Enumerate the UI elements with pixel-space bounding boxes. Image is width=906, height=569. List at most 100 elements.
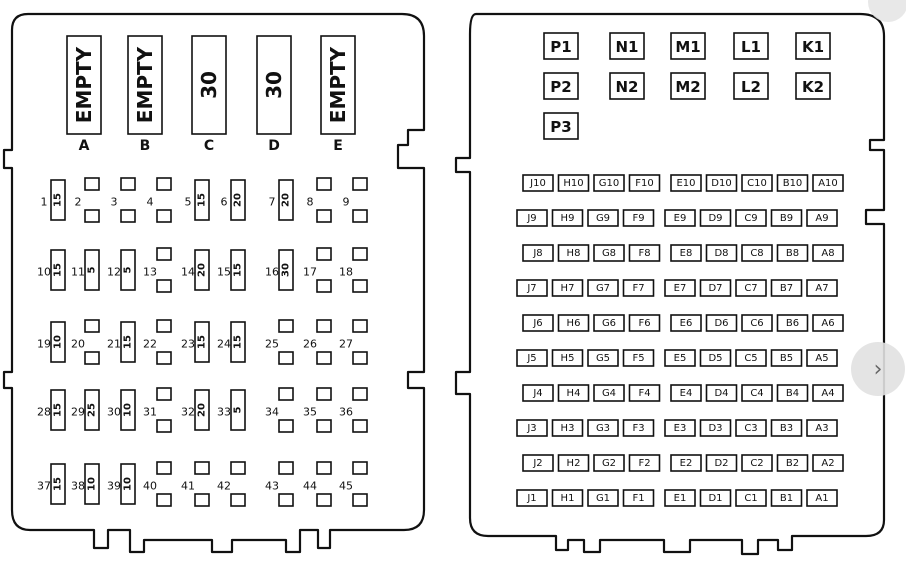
fuse-amperage: 15 xyxy=(123,335,134,349)
fuse-number: 16 xyxy=(265,266,279,279)
cell-box xyxy=(587,489,619,507)
cell-box xyxy=(551,489,584,507)
socket-bottom xyxy=(316,351,332,365)
cell-label: E8 xyxy=(680,248,693,259)
cell-label: A5 xyxy=(815,353,828,364)
socket-top xyxy=(84,319,100,333)
slot-content: EMPTY xyxy=(326,46,350,123)
cell-box xyxy=(622,489,655,507)
cell-box xyxy=(806,279,838,297)
relay-box xyxy=(609,72,645,100)
cell-label: A4 xyxy=(821,388,834,399)
cell-box xyxy=(806,349,838,367)
relay-n1: N1 xyxy=(609,32,645,60)
relay-label: M2 xyxy=(675,78,700,96)
cell-f9: F9 xyxy=(622,209,655,227)
fuse-position-2: 2 xyxy=(75,177,100,223)
cell-c2: C2 xyxy=(741,454,773,472)
cell-g6: G6 xyxy=(593,314,625,332)
cell-label: A10 xyxy=(818,178,838,189)
fuse-number: 26 xyxy=(303,338,317,351)
fuse-number: 3 xyxy=(111,196,118,209)
socket-bottom xyxy=(316,209,332,223)
cell-box xyxy=(628,454,661,472)
socket-top xyxy=(352,387,368,401)
socket-top xyxy=(278,319,294,333)
cell-g4: G4 xyxy=(593,384,625,402)
cell-a6: A6 xyxy=(812,314,844,332)
fuse-position-45: 45 xyxy=(339,461,368,507)
cell-j4: J4 xyxy=(522,384,554,402)
next-icon[interactable]: › xyxy=(851,342,905,396)
cell-box xyxy=(705,174,738,192)
fuse-number: 39 xyxy=(107,480,121,493)
fuse-position-5: 155 xyxy=(185,179,210,221)
fuse-number: 1 xyxy=(41,196,48,209)
cell-label: A7 xyxy=(815,283,828,294)
cell-label: B8 xyxy=(786,248,799,259)
fuse-position-42: 42 xyxy=(217,461,246,507)
fuse-number: 34 xyxy=(265,406,279,419)
fuse-position-26: 26 xyxy=(303,319,332,365)
socket-bottom xyxy=(352,351,368,365)
cell-box xyxy=(812,454,844,472)
cell-b9: B9 xyxy=(770,209,803,227)
cell-label: B3 xyxy=(780,423,793,434)
cell-label: D3 xyxy=(708,423,722,434)
cell-b6: B6 xyxy=(776,314,809,332)
fuse-position-44: 44 xyxy=(303,461,332,507)
socket-top xyxy=(156,387,172,401)
cell-box xyxy=(735,349,767,367)
cell-h10: H10 xyxy=(557,174,590,192)
cell-label: G2 xyxy=(602,458,616,469)
cell-label: C6 xyxy=(750,318,763,329)
fuse-body xyxy=(84,463,100,505)
slot-letter: B xyxy=(140,138,151,154)
socket-top xyxy=(120,177,136,191)
fuse-body xyxy=(230,179,246,221)
cell-g7: G7 xyxy=(587,279,619,297)
cell-label: J1 xyxy=(526,493,536,504)
cell-box xyxy=(516,419,548,437)
cell-label: C3 xyxy=(744,423,757,434)
cell-box xyxy=(587,419,619,437)
relay-k2: K2 xyxy=(795,72,831,100)
relay-box xyxy=(733,32,769,60)
socket-bottom xyxy=(84,209,100,223)
cell-c3: C3 xyxy=(735,419,767,437)
slot-content: EMPTY xyxy=(72,46,96,123)
cell-box xyxy=(551,349,584,367)
slot-box xyxy=(127,35,163,135)
cell-box xyxy=(670,314,702,332)
cell-box xyxy=(516,279,548,297)
relay-label: M1 xyxy=(675,38,700,56)
cell-c5: C5 xyxy=(735,349,767,367)
cell-label: B4 xyxy=(786,388,799,399)
fuse-position-31: 31 xyxy=(143,387,172,433)
fuse-number: 18 xyxy=(339,266,353,279)
cell-box xyxy=(670,244,702,262)
cell-g3: G3 xyxy=(587,419,619,437)
cell-d6: D6 xyxy=(705,314,738,332)
cell-label: D10 xyxy=(711,178,731,189)
cell-box xyxy=(776,314,809,332)
cell-h7: H7 xyxy=(551,279,584,297)
corner-button[interactable] xyxy=(868,0,906,22)
fuse-body xyxy=(84,389,100,431)
cell-label: E10 xyxy=(676,178,695,189)
fuse-number: 11 xyxy=(71,266,85,279)
cell-a5: A5 xyxy=(806,349,838,367)
cell-a2: A2 xyxy=(812,454,844,472)
fuse-amperage: 15 xyxy=(233,263,244,277)
socket-top xyxy=(84,177,100,191)
cell-label: E4 xyxy=(680,388,693,399)
fuse-body xyxy=(120,321,136,363)
slot-box xyxy=(191,35,227,135)
